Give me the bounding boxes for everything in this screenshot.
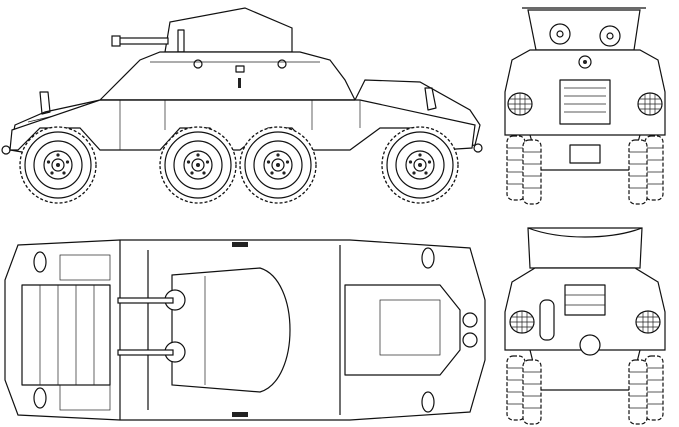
front-view: [504, 7, 666, 205]
side-wheel-2: [159, 126, 237, 204]
front-left-tire: [506, 135, 526, 201]
top-view: [4, 239, 486, 421]
rear-left-tire: [506, 355, 526, 421]
side-wheel-4: [381, 126, 459, 204]
side-wheel-3: [239, 126, 317, 204]
rear-view: [504, 227, 666, 425]
side-view: [1, 7, 483, 204]
rear-right-tire: [644, 355, 664, 421]
front-right-tire: [644, 135, 664, 201]
side-wheel-1: [19, 126, 97, 204]
